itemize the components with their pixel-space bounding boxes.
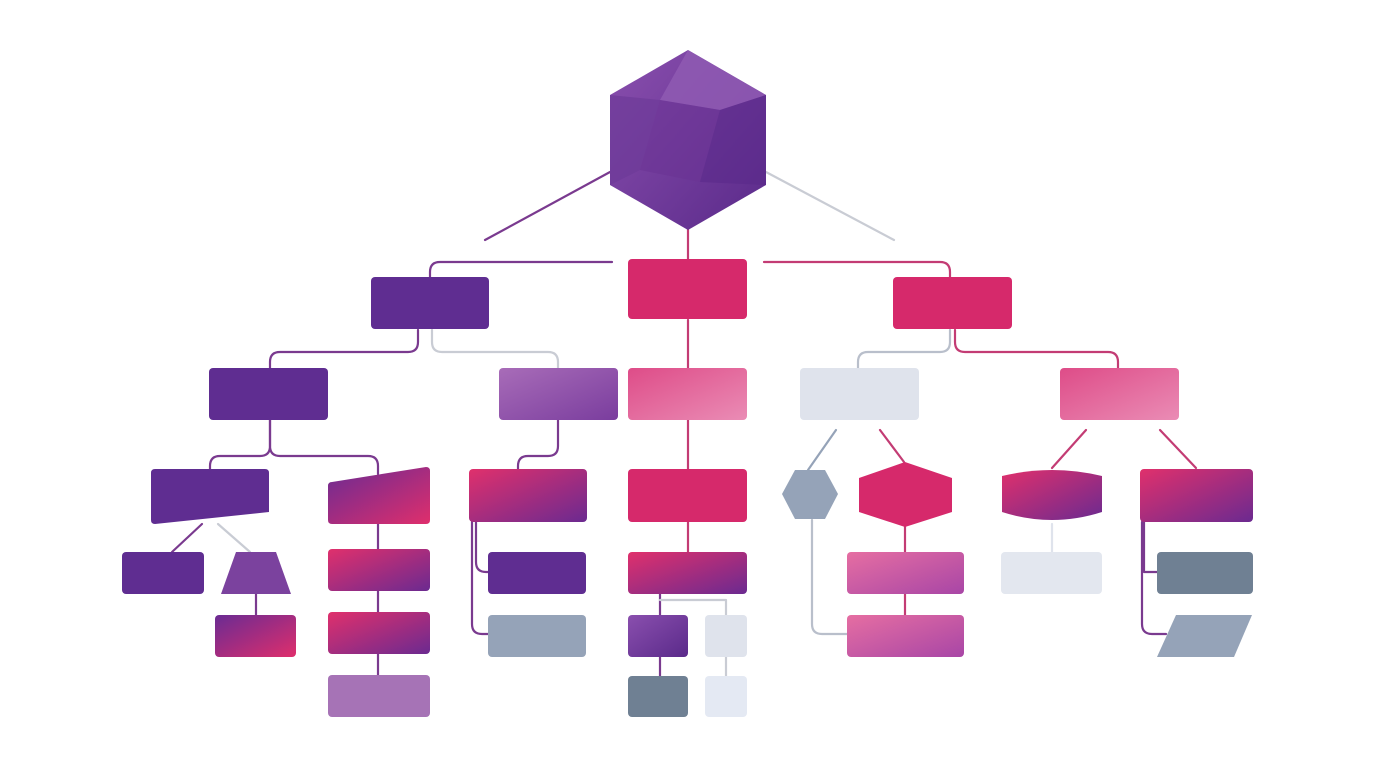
connector: [268, 418, 380, 476]
node-l2-center[interactable]: [628, 368, 747, 420]
connector: [764, 170, 896, 242]
node-l3-pink-hexagon[interactable]: [859, 462, 952, 527]
node-l4-pink[interactable]: [847, 552, 964, 594]
node-l3-magenta-shield[interactable]: [1002, 470, 1102, 520]
connector: [810, 518, 850, 636]
node-l4-c[interactable]: [488, 552, 586, 594]
connector: [953, 328, 1120, 370]
node-l4-pale[interactable]: [1001, 552, 1102, 594]
node-l5-pink[interactable]: [847, 615, 964, 657]
node-l2-mid-right[interactable]: [800, 368, 919, 420]
connector: [878, 428, 906, 464]
connector: [428, 260, 614, 280]
connector: [474, 520, 492, 574]
connector: [208, 418, 272, 472]
node-l5-b[interactable]: [328, 612, 430, 654]
node-l5-c[interactable]: [488, 615, 586, 657]
connector: [470, 520, 492, 636]
node-l1-right[interactable]: [893, 277, 1012, 329]
node-l4-a[interactable]: [122, 552, 204, 594]
connector: [483, 170, 612, 242]
node-l3-a[interactable]: [151, 469, 269, 524]
connector: [216, 522, 252, 554]
node-l2-far-left[interactable]: [209, 368, 328, 420]
connector: [1140, 520, 1168, 636]
node-l3-center[interactable]: [628, 469, 747, 522]
connector: [1050, 428, 1088, 470]
node-l2-mid-left[interactable]: [499, 368, 618, 420]
node-l3-b[interactable]: [328, 467, 430, 524]
node-l2-far-right[interactable]: [1060, 368, 1179, 420]
node-l6-center-left[interactable]: [628, 676, 688, 717]
connector: [856, 328, 952, 370]
node-l5-parallelogram[interactable]: [1157, 615, 1252, 657]
root-hexagon-node[interactable]: [610, 50, 766, 230]
node-l3-c[interactable]: [469, 469, 587, 522]
connector: [1158, 428, 1198, 470]
node-l1-center[interactable]: [628, 259, 747, 319]
connectors: [170, 170, 1198, 678]
connector: [806, 428, 838, 472]
node-l6-a[interactable]: [328, 675, 430, 717]
node-l3-gray-hexagon[interactable]: [782, 470, 838, 519]
node-l5-a[interactable]: [215, 615, 296, 657]
node-l6-center-right[interactable]: [705, 676, 747, 717]
connector: [268, 328, 420, 370]
connector: [516, 418, 560, 472]
connector: [170, 522, 204, 554]
connector: [1142, 520, 1160, 574]
node-l3-far-right[interactable]: [1140, 469, 1253, 522]
connector: [762, 260, 952, 280]
node-l4-center[interactable]: [628, 552, 747, 594]
node-l1-left[interactable]: [371, 277, 489, 329]
connector: [430, 328, 560, 370]
node-l4-b[interactable]: [328, 549, 430, 591]
node-l4-trapezoid[interactable]: [221, 552, 291, 594]
node-l4-slate[interactable]: [1157, 552, 1253, 594]
node-l5-center-left[interactable]: [628, 615, 688, 657]
node-l5-center-right[interactable]: [705, 615, 747, 657]
